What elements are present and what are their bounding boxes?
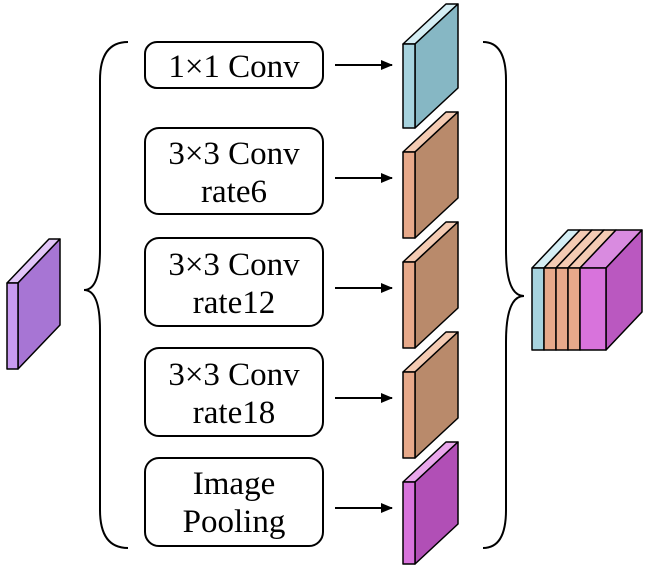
- output-block-rate12: [402, 221, 459, 349]
- branch-label: 1×1 Conv: [168, 49, 300, 85]
- concat-front-blue: [531, 267, 545, 351]
- concat-front-tan-2: [555, 267, 569, 351]
- branch-box: [144, 41, 324, 89]
- output-block-image-pooling: [402, 441, 459, 565]
- right-brace: [482, 41, 525, 549]
- output-block-front: [402, 371, 416, 459]
- branch-label-line2: rate18: [193, 395, 275, 431]
- output-block-conv1x1: [402, 3, 459, 129]
- branch-label-line2: rate6: [201, 174, 267, 210]
- left-brace: [83, 41, 129, 549]
- branch-label-line1: 3×3 Conv: [168, 247, 300, 283]
- output-block-front: [402, 481, 416, 565]
- branch-label-line1: 3×3 Conv: [168, 136, 300, 172]
- concat-front-tan-1: [543, 267, 557, 351]
- branch-label-line1: 3×3 Conv: [168, 357, 300, 393]
- branch-conv3x3-rate18: 3×3 Conv rate18: [144, 347, 393, 437]
- branch-box: [144, 127, 324, 215]
- concat-front-tan-3: [567, 267, 581, 351]
- concat-front-magenta: [579, 267, 607, 351]
- branch-conv1x1: 1×1 Conv: [144, 41, 393, 89]
- branch-box: [144, 347, 324, 437]
- output-block-front: [402, 43, 416, 129]
- branch-label-line2: rate12: [193, 285, 275, 321]
- output-block-front: [402, 261, 416, 349]
- input-block-front: [6, 282, 19, 370]
- branch-box: [144, 237, 324, 327]
- branch-conv3x3-rate12: 3×3 Conv rate12: [144, 237, 393, 327]
- output-block-front: [402, 151, 416, 239]
- output-block-rate18: [402, 331, 459, 459]
- branch-box: [144, 457, 324, 547]
- branch-label-line2: Pooling: [183, 504, 286, 540]
- input-feature-block: [6, 238, 61, 370]
- output-block-rate6: [402, 111, 459, 239]
- branch-label-line1: Image: [193, 466, 275, 502]
- concatenated-feature-block: [531, 229, 643, 351]
- branch-conv3x3-rate6: 3×3 Conv rate6: [144, 127, 393, 215]
- branch-image-pooling: Image Pooling: [144, 457, 393, 547]
